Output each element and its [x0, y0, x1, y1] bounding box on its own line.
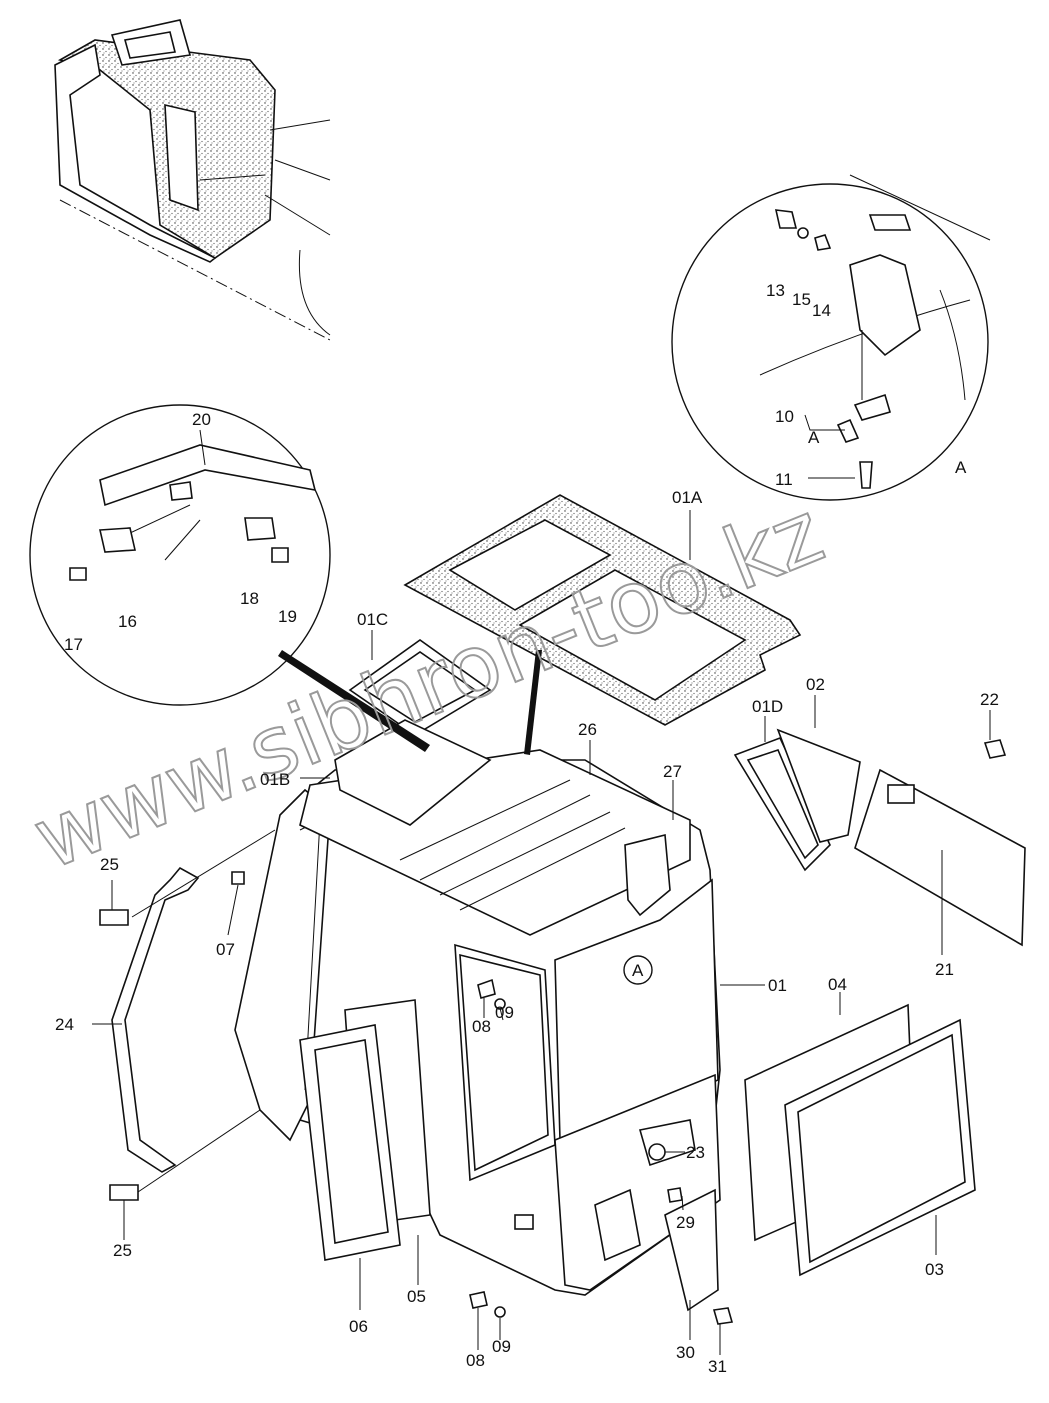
- glass-02: [776, 728, 861, 843]
- label-25-bottom: 25: [113, 1241, 132, 1260]
- label-27: 27: [663, 762, 682, 781]
- label-01d: 01D: [752, 697, 783, 716]
- label-20: 20: [192, 410, 211, 429]
- label-06: 06: [349, 1317, 368, 1336]
- leader-lines: [92, 510, 991, 1355]
- door-glass-21: [854, 768, 1026, 947]
- label-09-top: 09: [495, 1003, 514, 1022]
- label-09-bottom: 09: [492, 1337, 511, 1356]
- part-labels: 01A 01C 01B 01D 02 22 21 26 27 01 04 03 …: [55, 281, 999, 1376]
- detail-circle-left: [29, 404, 331, 706]
- label-30: 30: [676, 1343, 695, 1362]
- label-26: 26: [578, 720, 597, 739]
- cover-plate-30: [664, 1188, 719, 1312]
- label-01b: 01B: [260, 770, 290, 789]
- window-seal-01d: [733, 736, 831, 872]
- label-23: 23: [686, 1143, 705, 1162]
- label-03: 03: [925, 1260, 944, 1279]
- label-19: 19: [278, 607, 297, 626]
- handrail-24: [99, 829, 276, 1201]
- label-21: 21: [935, 960, 954, 979]
- detail-connectors: [278, 650, 542, 755]
- detail-circle-a: [671, 174, 991, 501]
- label-08-bottom: 08: [466, 1351, 485, 1370]
- label-01: 01: [768, 976, 787, 995]
- label-01a: 01A: [672, 488, 703, 507]
- label-07: 07: [216, 940, 235, 959]
- overview-cab: [54, 19, 331, 341]
- cab-body: [234, 719, 721, 1296]
- label-15: 15: [792, 290, 811, 309]
- roof-panel-01a: [403, 494, 802, 726]
- label-04: 04: [828, 975, 847, 994]
- label-29: 29: [676, 1213, 695, 1232]
- label-22: 22: [980, 690, 999, 709]
- label-a-marker: A: [632, 961, 644, 980]
- label-08-top: 08: [472, 1017, 491, 1036]
- side-glass-05-06: [299, 999, 431, 1261]
- label-a-circle: A: [955, 458, 967, 477]
- label-25-top: 25: [100, 855, 119, 874]
- label-13: 13: [766, 281, 785, 300]
- label-17: 17: [64, 635, 83, 654]
- label-24: 24: [55, 1015, 74, 1034]
- label-10: 10: [775, 407, 794, 426]
- circle-marker-a: [623, 955, 653, 985]
- bolts: [231, 739, 1007, 1325]
- label-14: 14: [812, 301, 831, 320]
- label-01c: 01C: [357, 610, 388, 629]
- label-02: 02: [806, 675, 825, 694]
- front-seal-03: [784, 1018, 976, 1277]
- label-a-detail: A: [808, 428, 820, 447]
- roof-window-01c: [348, 639, 492, 736]
- label-05: 05: [407, 1287, 426, 1306]
- label-18: 18: [240, 589, 259, 608]
- label-16: 16: [118, 612, 137, 631]
- label-31: 31: [708, 1357, 727, 1376]
- label-11: 11: [775, 470, 793, 489]
